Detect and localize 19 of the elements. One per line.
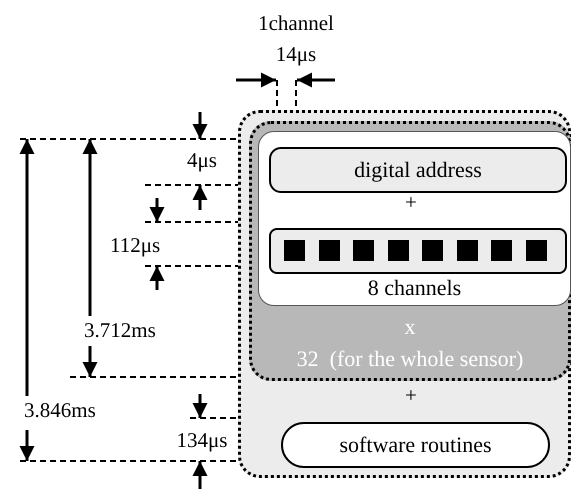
channel-group-box: [258, 131, 571, 306]
repeat-block: [249, 121, 571, 381]
sensor-cycle-panel: [238, 110, 571, 478]
dimension-label: 3.712ms: [84, 318, 156, 342]
channel-bar: [269, 228, 567, 274]
plus-sign: +: [405, 190, 417, 214]
dimension-label: 1channel 14μs: [257, 10, 335, 68]
dimension-label: 4μs: [187, 148, 217, 172]
box-label: digital address: [353, 157, 483, 183]
group-caption: 8 channels: [366, 275, 462, 301]
dimension-label: 134μs: [176, 428, 228, 452]
multiplier-text: x: [404, 314, 416, 340]
plus-sign: +: [405, 383, 417, 407]
box-label: software routines: [338, 432, 493, 458]
process-box: [281, 422, 550, 468]
repeat-count-text: 32 (for the whole sensor): [296, 346, 524, 372]
process-box: [269, 147, 567, 193]
dimension-label: 112μs: [110, 233, 160, 257]
dimension-label: 3.846ms: [24, 398, 96, 422]
